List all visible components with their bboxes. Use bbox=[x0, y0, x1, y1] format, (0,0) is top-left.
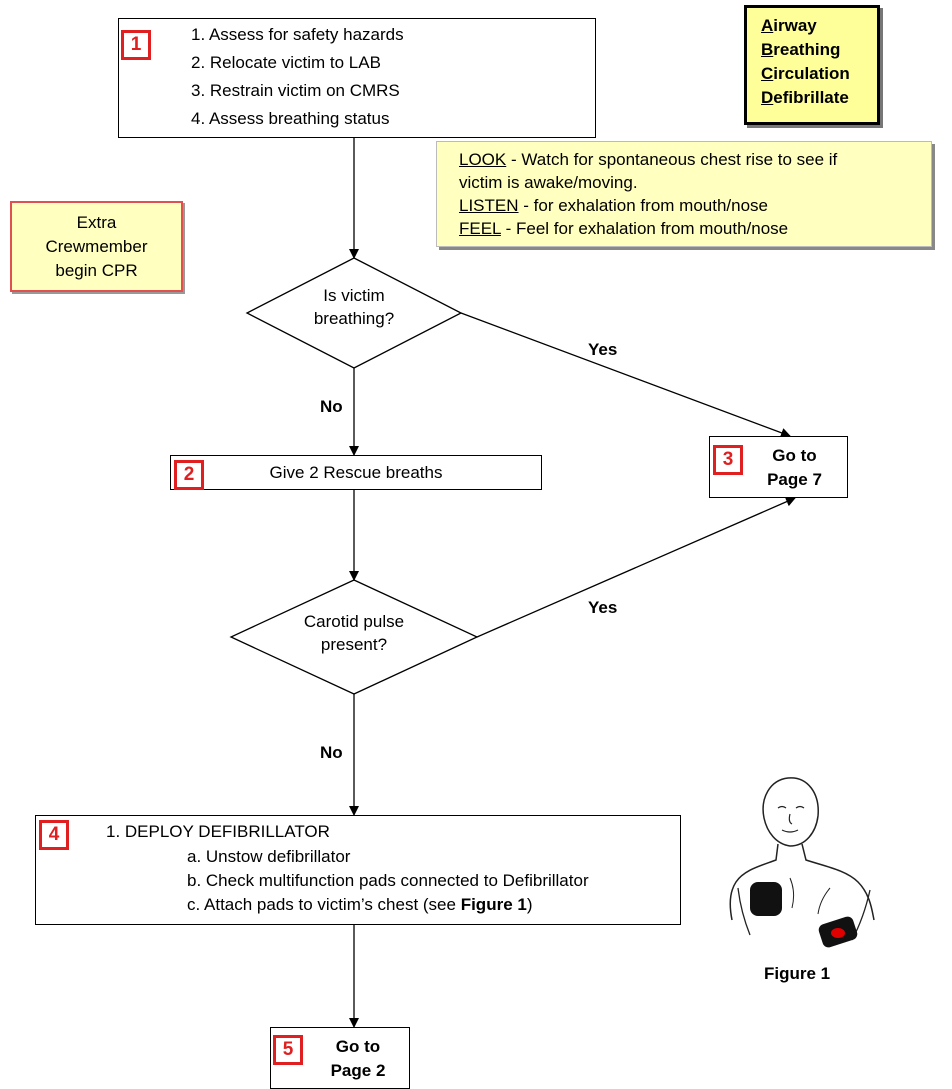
defib-pad-2-red-spot bbox=[831, 928, 845, 938]
chest-lines bbox=[789, 877, 831, 915]
defib-pad-1 bbox=[750, 882, 782, 916]
step1-badge: 1 bbox=[121, 30, 151, 60]
figure1-torso-illustration bbox=[729, 777, 875, 948]
step3-line-1: Go to bbox=[772, 446, 817, 465]
decision1-line-2: breathing? bbox=[313, 309, 395, 328]
abcd-defibrillate: Defibrillate bbox=[761, 88, 849, 107]
look-line: LOOK - Watch for spontaneous chest rise … bbox=[459, 150, 838, 169]
decision2-no-label: No bbox=[320, 743, 343, 762]
step2-box: Give 2 Rescue breaths bbox=[170, 455, 542, 490]
look-line-2: victim is awake/moving. bbox=[459, 173, 638, 192]
step5-badge: 5 bbox=[273, 1035, 303, 1065]
step1-box: 1. Assess for safety hazards 2. Relocate… bbox=[118, 18, 596, 138]
feel-line: FEEL - Feel for exhalation from mouth/no… bbox=[459, 219, 789, 238]
decision1-line-1: Is victim bbox=[323, 286, 385, 305]
connector-decision1-yes bbox=[460, 312, 791, 438]
step1-item-1: 1. Assess for safety hazards bbox=[191, 25, 404, 44]
torso-outline bbox=[729, 843, 875, 921]
step4-badge: 4 bbox=[39, 820, 69, 850]
step4-box: 1. DEPLOY DEFIBRILLATOR a. Unstow defibr… bbox=[35, 815, 681, 925]
extra-crewmember-note: Extra Crewmember begin CPR bbox=[10, 201, 183, 292]
step3-line-2: Page 7 bbox=[767, 470, 822, 489]
step2-badge: 2 bbox=[174, 460, 204, 490]
step4-item-a: a. Unstow defibrillator bbox=[187, 847, 351, 866]
step5-line-2: Page 2 bbox=[330, 1061, 386, 1080]
abcd-breathing: Breathing bbox=[761, 40, 841, 59]
step4-title: 1. DEPLOY DEFIBRILLATOR bbox=[106, 822, 330, 841]
head-outline bbox=[762, 777, 819, 847]
connector-decision2-yes bbox=[476, 497, 796, 638]
extra-crew-line-3: begin CPR bbox=[55, 261, 138, 280]
extra-crew-line-1: Extra bbox=[76, 213, 117, 232]
decision2-yes-label: Yes bbox=[588, 598, 618, 617]
decision2-line-2: present? bbox=[320, 635, 388, 654]
listen-line: LISTEN - for exhalation from mouth/nose bbox=[459, 196, 768, 215]
step5-line-1: Go to bbox=[335, 1037, 381, 1056]
step4-item-c: c. Attach pads to victim’s chest (see Fi… bbox=[187, 895, 533, 914]
decision1-no-label: No bbox=[320, 397, 343, 416]
step2-text: Give 2 Rescue breaths bbox=[269, 463, 443, 482]
abcd-box: Airway Breathing Circulation Defibrillat… bbox=[744, 5, 880, 125]
step4-item-b: b. Check multifunction pads connected to… bbox=[187, 871, 589, 890]
look-listen-feel-note: LOOK - Watch for spontaneous chest rise … bbox=[436, 141, 932, 247]
face-features bbox=[777, 805, 805, 833]
decision1-yes-label: Yes bbox=[588, 340, 618, 359]
step3-badge: 3 bbox=[713, 445, 743, 475]
figure1-caption: Figure 1 bbox=[764, 964, 831, 983]
extra-crew-line-2: Crewmember bbox=[45, 237, 148, 256]
abcd-airway: Airway bbox=[761, 16, 817, 35]
step1-item-4: 4. Assess breathing status bbox=[191, 109, 390, 128]
step1-item-3: 3. Restrain victim on CMRS bbox=[191, 81, 400, 100]
decision2-line-1: Carotid pulse bbox=[303, 612, 405, 631]
abcd-circulation: Circulation bbox=[761, 64, 850, 83]
step1-item-2: 2. Relocate victim to LAB bbox=[191, 53, 381, 72]
